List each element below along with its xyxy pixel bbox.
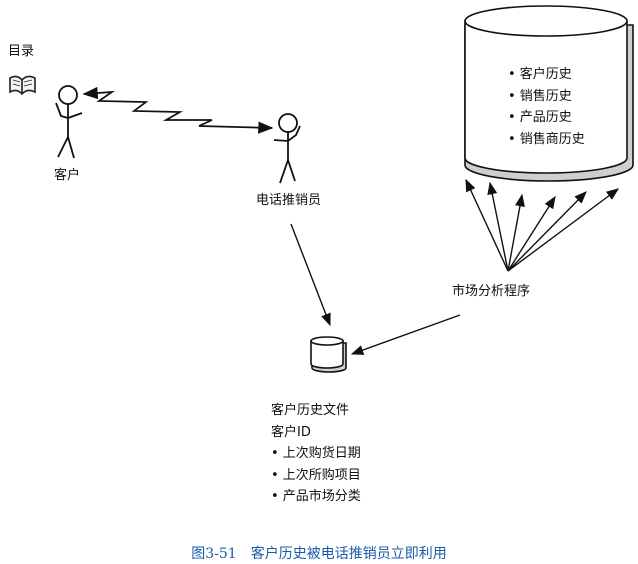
customer-file-cylinder: [310, 336, 347, 373]
analysis-to-file-arrow: [350, 314, 461, 355]
catalog-label: 目录: [8, 44, 35, 59]
telemarketer-figure: [273, 113, 301, 184]
file-item: • 上次购货日期: [271, 446, 361, 461]
figure-caption: 图3-51 客户历史被电话推销员立即利用: [191, 546, 447, 562]
file-id-label: 客户ID: [271, 424, 311, 440]
file-item: • 上次所购项目: [271, 467, 361, 483]
telemarketer-label: 电话推销员: [256, 193, 322, 208]
analysis-read-arrows: [465, 178, 620, 272]
database-item: • 产品历史: [508, 110, 572, 125]
database-item: • 销售商历史: [508, 131, 585, 147]
customer-figure: [55, 85, 83, 159]
customer-label: 客户: [54, 168, 81, 183]
telemarketer-to-file-arrow: [290, 223, 331, 327]
database-item: • 销售历史: [508, 88, 572, 104]
history-database-contents: • 客户历史 • 销售历史 • 产品历史 • 销售商历史: [508, 64, 585, 150]
phone-zigzag-line: [82, 86, 274, 134]
history-database: [464, 5, 634, 182]
database-item: • 客户历史: [508, 67, 572, 82]
file-item: • 产品市场分类: [271, 489, 361, 504]
open-book-icon: [9, 75, 36, 96]
customer-file-contents: 客户历史文件 客户ID • 上次购货日期 • 上次所购项目 • 产品市场分类: [271, 400, 361, 508]
file-title: 客户历史文件: [271, 403, 350, 418]
market-analysis-label: 市场分析程序: [452, 284, 531, 299]
